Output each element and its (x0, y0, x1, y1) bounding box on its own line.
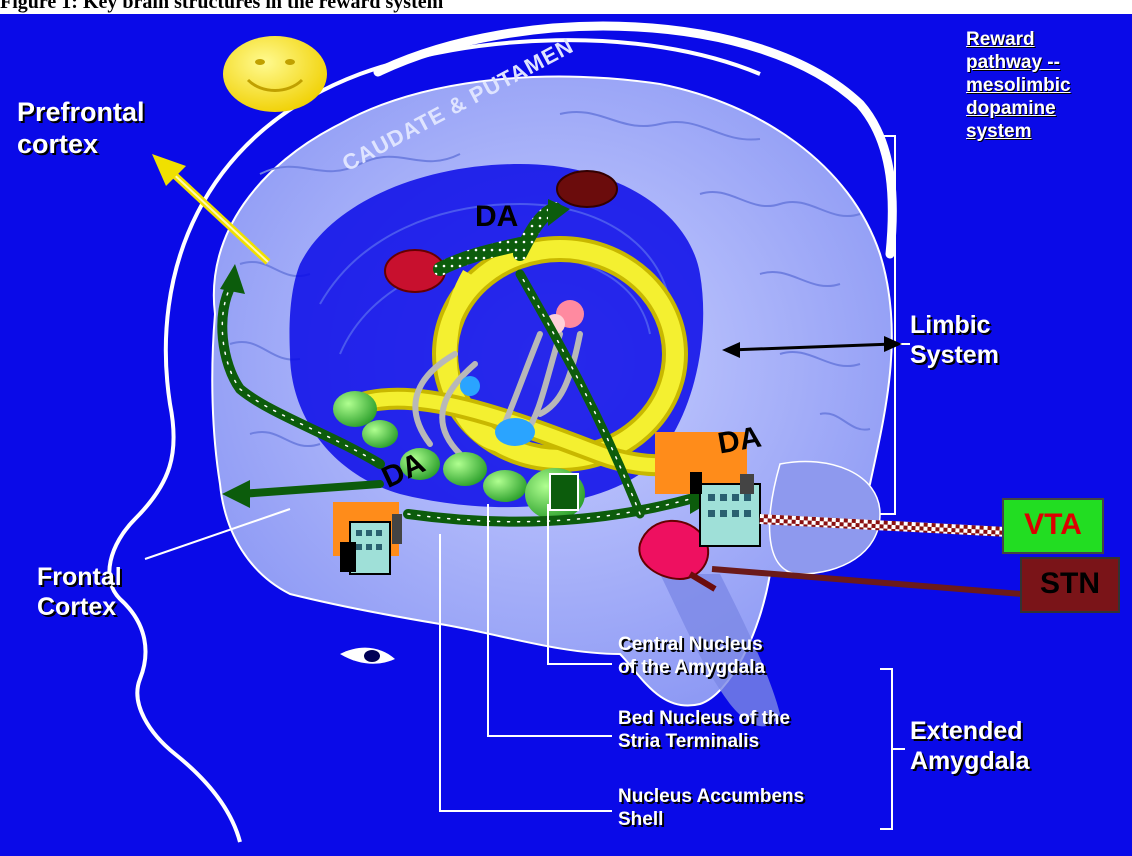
bed-nucleus-label: Bed Nucleus of the Stria Terminalis (618, 708, 790, 754)
frontal-cortex-label: Frontal Cortex (37, 562, 122, 622)
prefrontal-label: Prefrontal cortex (17, 96, 145, 161)
red-nucleus-right (557, 171, 617, 207)
blue-node (495, 418, 535, 446)
extended-amygdala-label: Extended Amygdala (910, 716, 1029, 776)
stn-box: STN (1020, 557, 1120, 613)
da-label-top: DA (475, 200, 518, 234)
smiley-face-icon (223, 36, 327, 112)
diagram-panel: Reward pathway -- mesolimbic dopamine sy… (0, 14, 1132, 856)
reward-pathway-title: Reward pathway -- mesolimbic dopamine sy… (966, 28, 1071, 143)
vta-box: VTA (1002, 498, 1104, 554)
figure-caption: Figure 1: Key brain structures in the re… (0, 0, 1132, 14)
central-nucleus-label: Central Nucleus of the Amygdala (618, 634, 765, 680)
figure-caption-text: Figure 1: Key brain structures in the re… (0, 0, 443, 14)
nucleus-accumbens-label: Nucleus Accumbens Shell (618, 786, 804, 832)
limbic-system-label: Limbic System (910, 310, 999, 370)
